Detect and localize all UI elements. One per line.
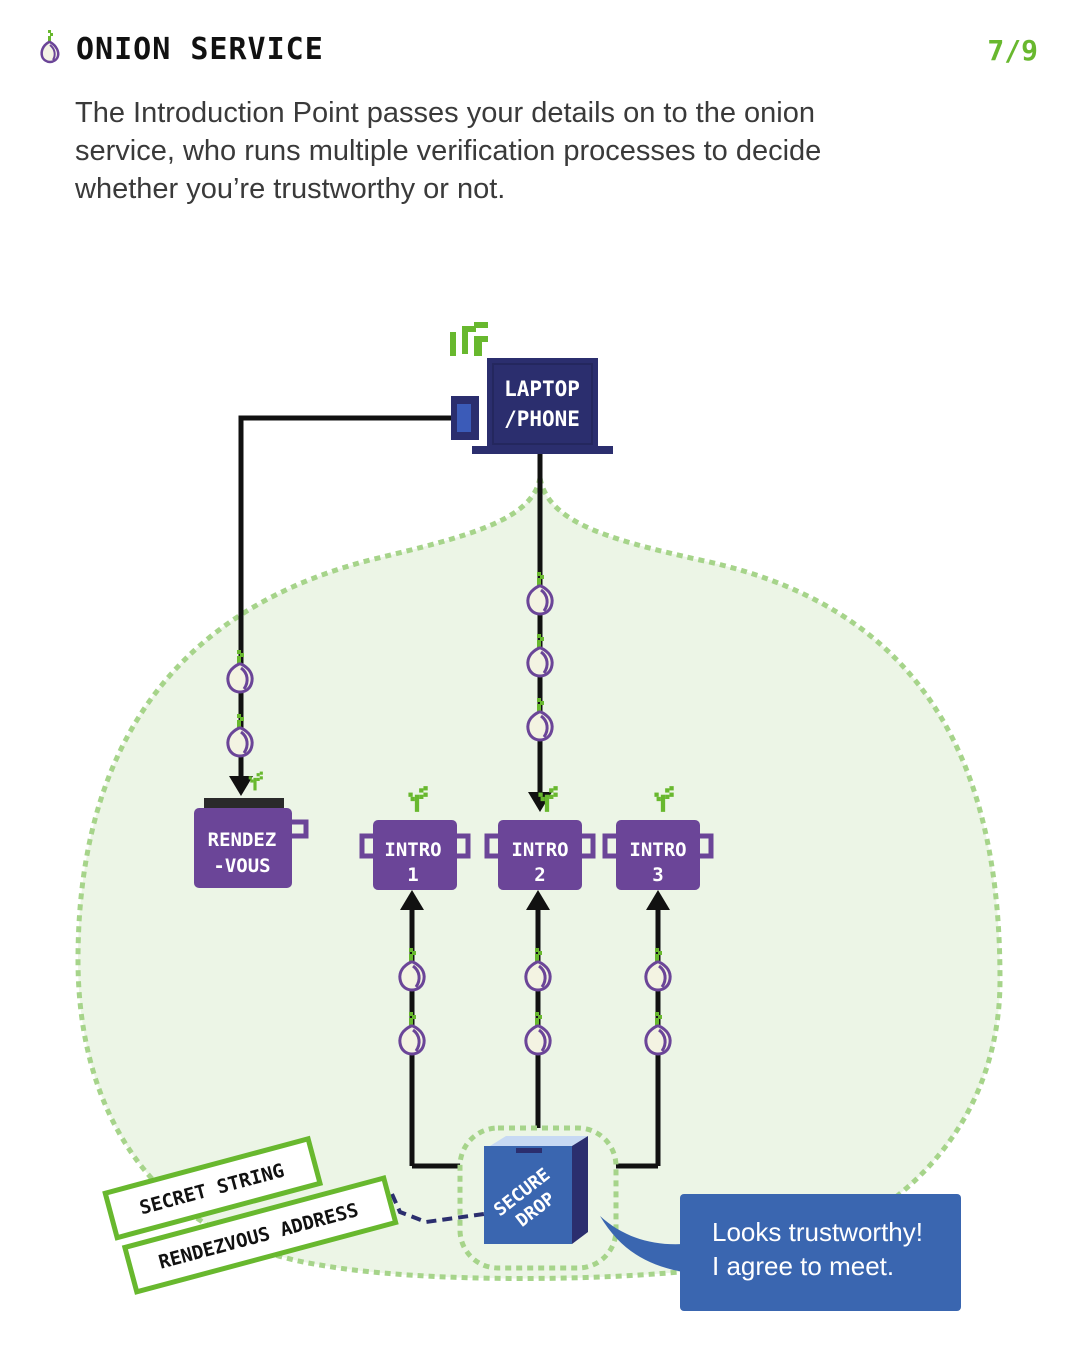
- rendezvous-label-line2: -VOUS: [213, 855, 270, 877]
- laptop-label-line1: LAPTOP: [504, 377, 580, 401]
- intro-node-1: INTRO 1: [359, 786, 471, 890]
- speech-bubble-line1: Looks trustworthy!: [712, 1217, 923, 1247]
- rendezvous-node: RENDEZ -VOUS: [194, 771, 309, 888]
- wifi-icon: [450, 322, 488, 356]
- secure-drop-node: SECURE DROP: [457, 1125, 619, 1271]
- intro-node-2: INTRO 2: [484, 786, 596, 890]
- intro-3-label-line1: INTRO: [629, 839, 686, 861]
- intro-1-label-line2: 1: [407, 864, 418, 886]
- rendezvous-label-line1: RENDEZ: [208, 829, 277, 851]
- intro-2-label-line1: INTRO: [511, 839, 568, 861]
- speech-bubble-tail: [600, 1216, 684, 1272]
- page-indicator: 7/9: [987, 34, 1038, 67]
- speech-bubble: Looks trustworthy! I agree to meet.: [680, 1194, 961, 1311]
- description-text: The Introduction Point passes your detai…: [75, 97, 822, 205]
- laptop-node: LAPTOP /PHONE: [450, 322, 613, 454]
- card-link-line: [390, 1193, 485, 1225]
- header: ONION SERVICE 7/9: [38, 30, 1048, 74]
- intro-node-3: INTRO 3: [602, 786, 714, 890]
- laptop-label-line2: /PHONE: [504, 407, 580, 431]
- intro-3-label-line2: 3: [652, 864, 663, 886]
- intro-2-label-line2: 2: [534, 864, 545, 886]
- intro-1-label-line1: INTRO: [384, 839, 441, 861]
- page-title: ONION SERVICE: [76, 32, 324, 67]
- speech-bubble-line2: I agree to meet.: [712, 1251, 895, 1281]
- onion-icon: [40, 30, 60, 64]
